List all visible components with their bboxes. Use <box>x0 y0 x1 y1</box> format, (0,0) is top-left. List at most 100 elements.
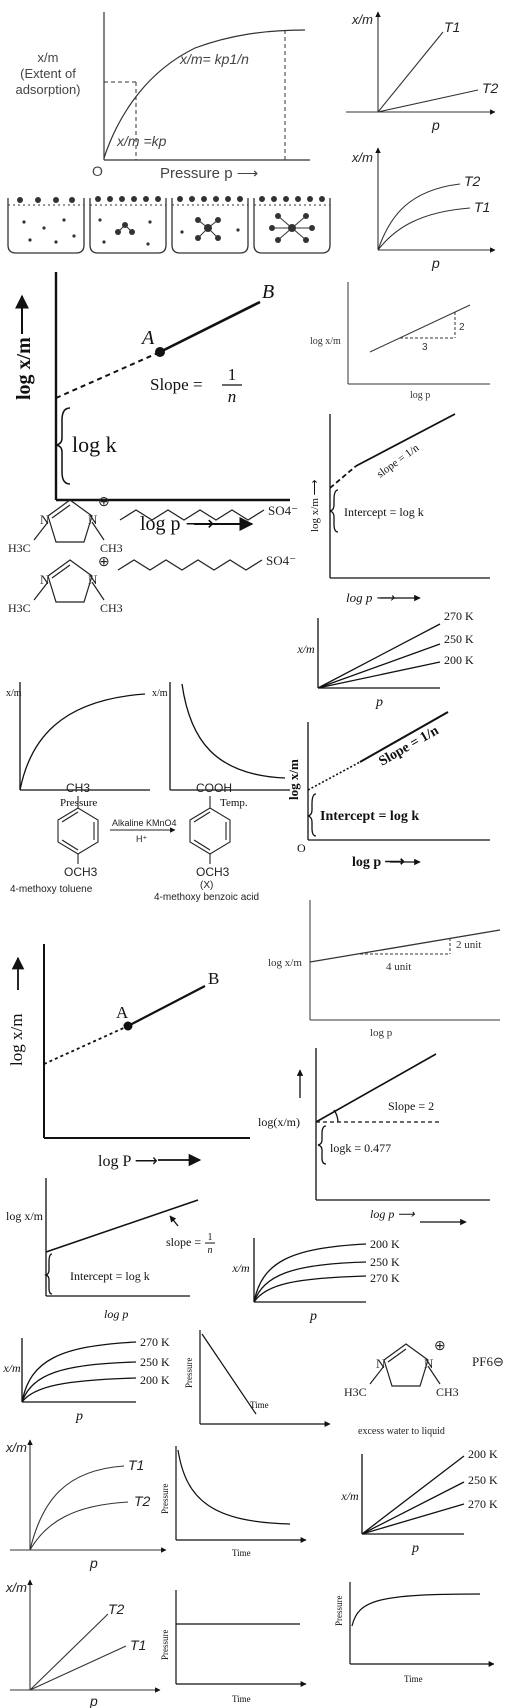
panel-log-plot-slope2 <box>296 1048 490 1226</box>
line-t2 <box>29 1613 109 1691</box>
xlabel: p <box>89 1555 98 1571</box>
methyl-right: CH3 <box>436 1385 459 1399</box>
curve-270k <box>253 1275 367 1303</box>
panel-pressure-time-linear <box>199 1330 331 1427</box>
ylabel: log x/m <box>7 1014 26 1066</box>
ylabel: x/m <box>5 1440 27 1455</box>
legend-270k: 270 K <box>140 1335 170 1349</box>
ylabel: log x/m <box>6 1209 44 1223</box>
origin-label: O <box>92 163 103 179</box>
charge: ⊕ <box>98 495 110 510</box>
point-a <box>155 347 165 357</box>
methyl-left: H3C <box>8 541 31 555</box>
tank-1 <box>7 198 85 254</box>
slope-pointer <box>169 1215 179 1227</box>
charge: ⊕ <box>98 555 110 570</box>
line-270k <box>317 623 441 689</box>
line-t1 <box>377 31 444 113</box>
ylabel-line2: (Extent of <box>20 66 76 81</box>
legend-t1: T1 <box>128 1457 144 1473</box>
xlabel: p <box>89 1693 98 1708</box>
ionic-liquid-1 <box>33 499 265 543</box>
intercept-label: Intercept = log k <box>344 505 424 519</box>
intercept-label: Intercept = log k <box>320 809 419 824</box>
tank-molecules <box>17 196 325 246</box>
data-line <box>45 1199 199 1253</box>
legend-t2: T2 <box>482 80 499 96</box>
methyl-right: CH3 <box>100 541 123 555</box>
caption: excess water to liquid <box>358 1426 445 1437</box>
ionic-liquid-2 <box>33 559 263 603</box>
curve <box>181 683 286 779</box>
imidazolium-ring <box>47 559 93 603</box>
slope-den: n <box>228 387 237 406</box>
origin-label: O <box>297 841 306 855</box>
n-right: N <box>424 1356 434 1371</box>
tank-4 <box>253 198 331 254</box>
xlabel: Time <box>404 1674 423 1684</box>
legend-270k: 270 K <box>370 1271 400 1285</box>
xlabel: Pressure p ⟶ <box>160 165 258 182</box>
legend-250k: 250 K <box>140 1355 170 1369</box>
xlabel: log p <box>370 1027 393 1039</box>
pressure-line <box>201 1333 257 1415</box>
tank-2 <box>89 198 167 254</box>
panel-isotherm-linear-t1t2 <box>346 11 496 115</box>
rise-label: 2 unit <box>456 939 481 951</box>
n-left: N <box>40 572 50 587</box>
ylabel: x/m <box>340 1489 359 1503</box>
legend-t1: T1 <box>474 199 490 215</box>
reagent-bottom: H⁺ <box>136 834 147 844</box>
alkyl-chain <box>119 509 265 521</box>
reactant-top: CH3 <box>66 781 90 795</box>
line-200k <box>361 1455 465 1535</box>
data-line <box>309 929 501 963</box>
line-250k <box>361 1481 465 1535</box>
ylabel: log(x/m) <box>258 1115 300 1129</box>
dashed-extrapolation <box>43 1025 129 1065</box>
legend-t2: T2 <box>108 1601 125 1617</box>
xlabel: log p ⟶ <box>352 855 405 870</box>
curve <box>19 693 146 791</box>
label-a: A <box>116 1003 129 1022</box>
panel-isotherm-linear-t2t1 <box>10 1579 161 1693</box>
label-b: B <box>208 969 219 988</box>
curve-t2 <box>377 183 461 251</box>
line-a-b <box>127 985 206 1027</box>
panel-isotherm-curve-t2t1 <box>375 147 496 253</box>
rise-curve <box>351 1593 481 1627</box>
data-line <box>369 304 471 353</box>
panel-pressure-time-decay <box>175 1446 307 1543</box>
xlabel: log p <box>410 390 430 401</box>
legend-200k: 200 K <box>370 1237 400 1251</box>
panel-log-plot-2unit-4unit <box>309 900 501 1021</box>
anion: PF6⊖ <box>472 1354 504 1369</box>
panel-isobar-linear-200-250-270 <box>361 1454 465 1535</box>
reactant-bottom: OCH3 <box>64 865 98 879</box>
xlabel: Temp. <box>220 797 248 809</box>
ylabel: log x/m <box>268 957 302 969</box>
legend-270k: 270 K <box>444 609 474 623</box>
ylabel-line1: x/m <box>38 50 59 65</box>
xlabel: p <box>431 117 440 133</box>
panel-log-plot-a-b-2 <box>11 944 250 1167</box>
reactant-ring <box>57 807 99 855</box>
slope-label: slope = <box>166 1235 201 1249</box>
dotted-segment <box>307 761 361 791</box>
ylabel: Pressure <box>160 1630 170 1661</box>
n-right: N <box>88 572 98 587</box>
xlabel: log p ⟶ <box>140 513 214 535</box>
legend-t1: T1 <box>444 19 460 35</box>
ylabel: Pressure <box>334 1596 344 1627</box>
reaction-scheme <box>57 796 231 864</box>
panel-log-plot-a-b <box>15 272 290 531</box>
ionic-liquid-3 <box>369 1343 441 1387</box>
panel-log-plot-slope-1n-c <box>43 1178 199 1297</box>
ylabel: log x/m <box>310 336 341 347</box>
slope-label: Slope = <box>150 375 203 394</box>
label-a: A <box>140 327 155 349</box>
decay-curve <box>177 1449 291 1525</box>
legend-250k: 250 K <box>370 1255 400 1269</box>
xlabel: p <box>309 1309 317 1324</box>
line-270k <box>361 1503 465 1535</box>
